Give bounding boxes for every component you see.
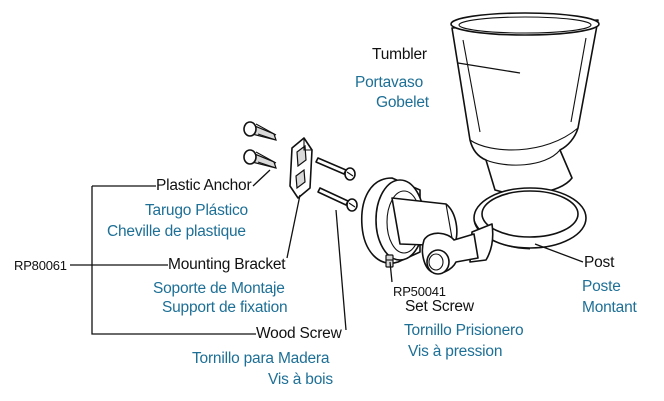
tumbler-label-es: Portavaso	[355, 74, 423, 91]
set-screw-label-en: Set Screw	[405, 298, 474, 315]
set-screw-label-es: Tornillo Prisionero	[404, 322, 524, 339]
set-screw-part-number: RP50041	[393, 284, 446, 299]
plastic-anchor-label-fr: Cheville de plastique	[107, 223, 246, 240]
tumbler-label-en: Tumbler	[372, 46, 427, 63]
post-label-fr: Montant	[582, 299, 637, 316]
plastic-anchor-label-en: Plastic Anchor	[156, 177, 252, 194]
post-drawing	[469, 187, 587, 263]
mounting-bracket-label-es: Soporte de Montaje	[153, 280, 285, 297]
post-label-es: Poste	[582, 278, 621, 295]
mounting-bracket-label-en: Mounting Bracket	[168, 256, 286, 273]
wood-screw-label-en: Wood Screw	[256, 325, 342, 342]
wood-screw-label-fr: Vis à bois	[268, 371, 333, 388]
mounting-bracket-label-fr: Support de fixation	[162, 299, 288, 316]
mounting-bracket-drawing	[289, 137, 313, 199]
wood-screw-label-es: Tornillo para Madera	[192, 350, 330, 367]
tumbler-label-fr: Gobelet	[376, 94, 429, 111]
plastic-anchor-label-es: Tarugo Plástico	[145, 202, 248, 219]
post-label-en: Post	[584, 254, 615, 271]
flange-drawing	[360, 177, 479, 275]
tumbler-drawing	[450, 12, 600, 195]
leader-lines	[70, 62, 584, 335]
plastic-anchors-drawing	[243, 121, 277, 169]
set-screw-drawing	[385, 254, 394, 268]
set-screw-label-fr: Vis à pression	[408, 343, 503, 360]
wood-screws-drawing	[315, 157, 358, 212]
kit-part-number: RP80061	[14, 258, 67, 273]
